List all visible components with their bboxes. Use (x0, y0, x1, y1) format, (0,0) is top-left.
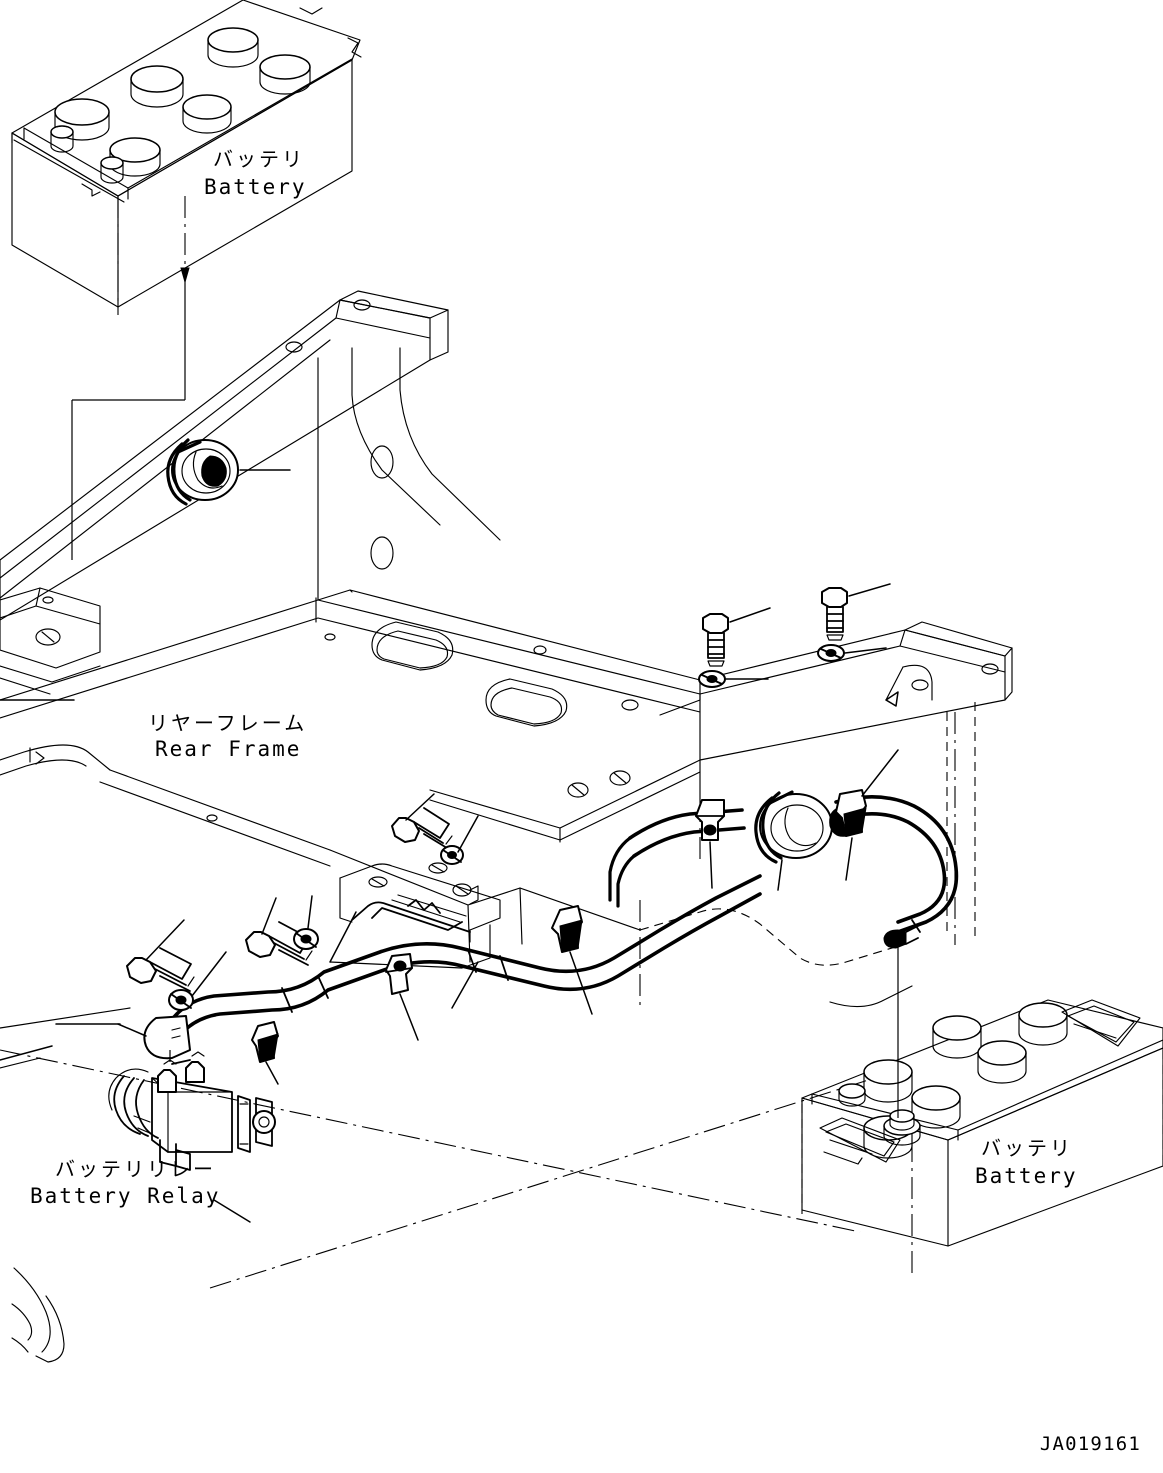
battery-terminal-negative (838, 1083, 866, 1107)
washer-2 (817, 644, 845, 662)
bolt-3 (391, 807, 453, 849)
rear-frame-label-en: Rear Frame (155, 737, 301, 761)
washer-5 (168, 989, 194, 1011)
battery-relay-label-jp: バッテリリレー (55, 1157, 216, 1181)
washer-1 (698, 670, 726, 688)
washer-4 (293, 928, 319, 950)
battery-upper-label-jp: バッテリ (213, 147, 305, 171)
mounting-bracket (329, 862, 501, 969)
cable-clamp-4 (385, 953, 413, 995)
battery-lower-label-en: Battery (975, 1164, 1078, 1188)
battery-upper-left: バッテリ Battery (11, 0, 362, 308)
washer-3 (440, 845, 464, 865)
bolt-5 (126, 947, 195, 992)
battery-cable-loop (608, 795, 959, 949)
cable-clamp-5 (251, 1021, 279, 1063)
battery-relay-label-en: Battery Relay (30, 1184, 220, 1208)
battery-lower-right: バッテリ Battery (801, 999, 1163, 1276)
battery-relay (108, 1050, 276, 1171)
bolt-1 (702, 613, 729, 667)
drawing-number: JA019161 (1039, 1433, 1141, 1455)
grommet-upper (166, 438, 239, 506)
assembly-line-battery-upper (71, 196, 190, 560)
battery-upper-label-en: Battery (204, 175, 307, 199)
tire-fragment (11, 1267, 65, 1363)
cable-clamp-3 (551, 905, 583, 953)
rear-frame-label-jp: リヤーフレーム (148, 711, 307, 735)
battery-cable-main (143, 874, 762, 1060)
battery-cell-caps-2 (863, 1002, 1068, 1159)
bolt-4 (245, 921, 313, 966)
rear-frame (0, 290, 1013, 1289)
bolt-2 (821, 587, 848, 641)
battery-cell-caps (50, 27, 311, 184)
leader-lines (0, 469, 899, 1223)
battery-terminal-positive (883, 1109, 921, 1146)
cable-clamp-1 (695, 799, 725, 841)
battery-lower-label-jp: バッテリ (981, 1136, 1073, 1160)
